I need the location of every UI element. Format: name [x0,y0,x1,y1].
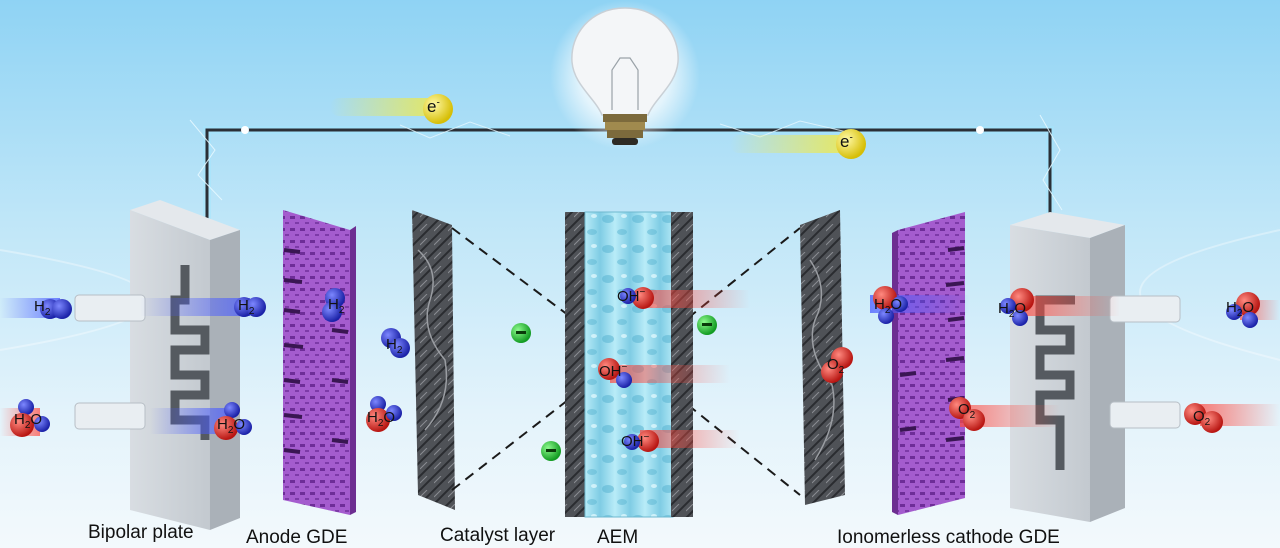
electron-left [423,94,453,124]
aem-membrane [565,211,693,518]
h2o-label: H2O [367,409,396,429]
gas-outlet-connector [1109,401,1181,429]
o2-molecule [821,347,853,383]
h2-label: H2 [238,297,255,317]
label-bipolar-plate: Bipolar plate [88,522,194,543]
electron-trail [330,98,440,116]
oh-ion [624,430,659,452]
h2o-label: H2O [1226,299,1255,319]
gas-inlet-connector [74,294,146,322]
o2-molecule [1184,403,1223,433]
oh-label: OH− [621,432,650,450]
h2-molecule [381,328,410,358]
anode-gde [283,210,356,515]
oh-ion [620,287,654,309]
electron-trail [730,135,850,153]
oh-label: OH− [599,362,628,380]
label-catalyst-layer: Catalyst layer [440,525,556,546]
negative-charge-icon [697,315,717,335]
left-bipolar-plate [74,200,240,530]
h2-molecule [322,288,345,322]
h2o-molecule [214,402,252,440]
h2o-molecule [873,286,908,324]
negative-charge-icon [541,441,561,461]
h2-molecule [40,299,72,319]
h2o-molecule [10,399,50,437]
o2-label: O2 [958,401,976,421]
o2-label: O2 [827,356,845,376]
label-cathode-gde: Ionomerless cathode GDE [837,527,1060,548]
h2o-label: H2O [14,411,43,431]
o2-label: O2 [1193,408,1211,428]
electron-label-left: e- [427,97,440,116]
light-bulb-icon [550,0,700,150]
cathode-gde [892,212,965,515]
h2o-molecule [1000,288,1034,326]
right-bipolar-plate [1010,212,1181,522]
negative-charge-icon [511,323,531,343]
left-catalyst-layer [412,210,455,510]
gas-inlet-connector [74,402,146,430]
label-aem: AEM [597,527,639,548]
right-catalyst-layer [800,210,845,505]
electron-right [836,129,866,159]
h2-label: H2 [386,336,403,356]
o2-molecule [949,397,985,431]
gas-outlet-connector [1109,295,1181,323]
h2o-label: H2O [874,296,903,316]
electron-label-right: e- [840,132,853,151]
oh-label: OH− [617,287,646,305]
oh-ion [598,358,632,388]
h2o-molecule [366,396,402,432]
h2-label: H2 [34,298,51,318]
h2o-label: H2O [998,300,1027,320]
h2o-label: H2O [217,416,246,436]
label-anode-gde: Anode GDE [246,527,348,548]
h2-label: H2 [328,296,345,316]
h2-molecule [234,297,266,317]
h2o-molecule [1226,292,1260,328]
